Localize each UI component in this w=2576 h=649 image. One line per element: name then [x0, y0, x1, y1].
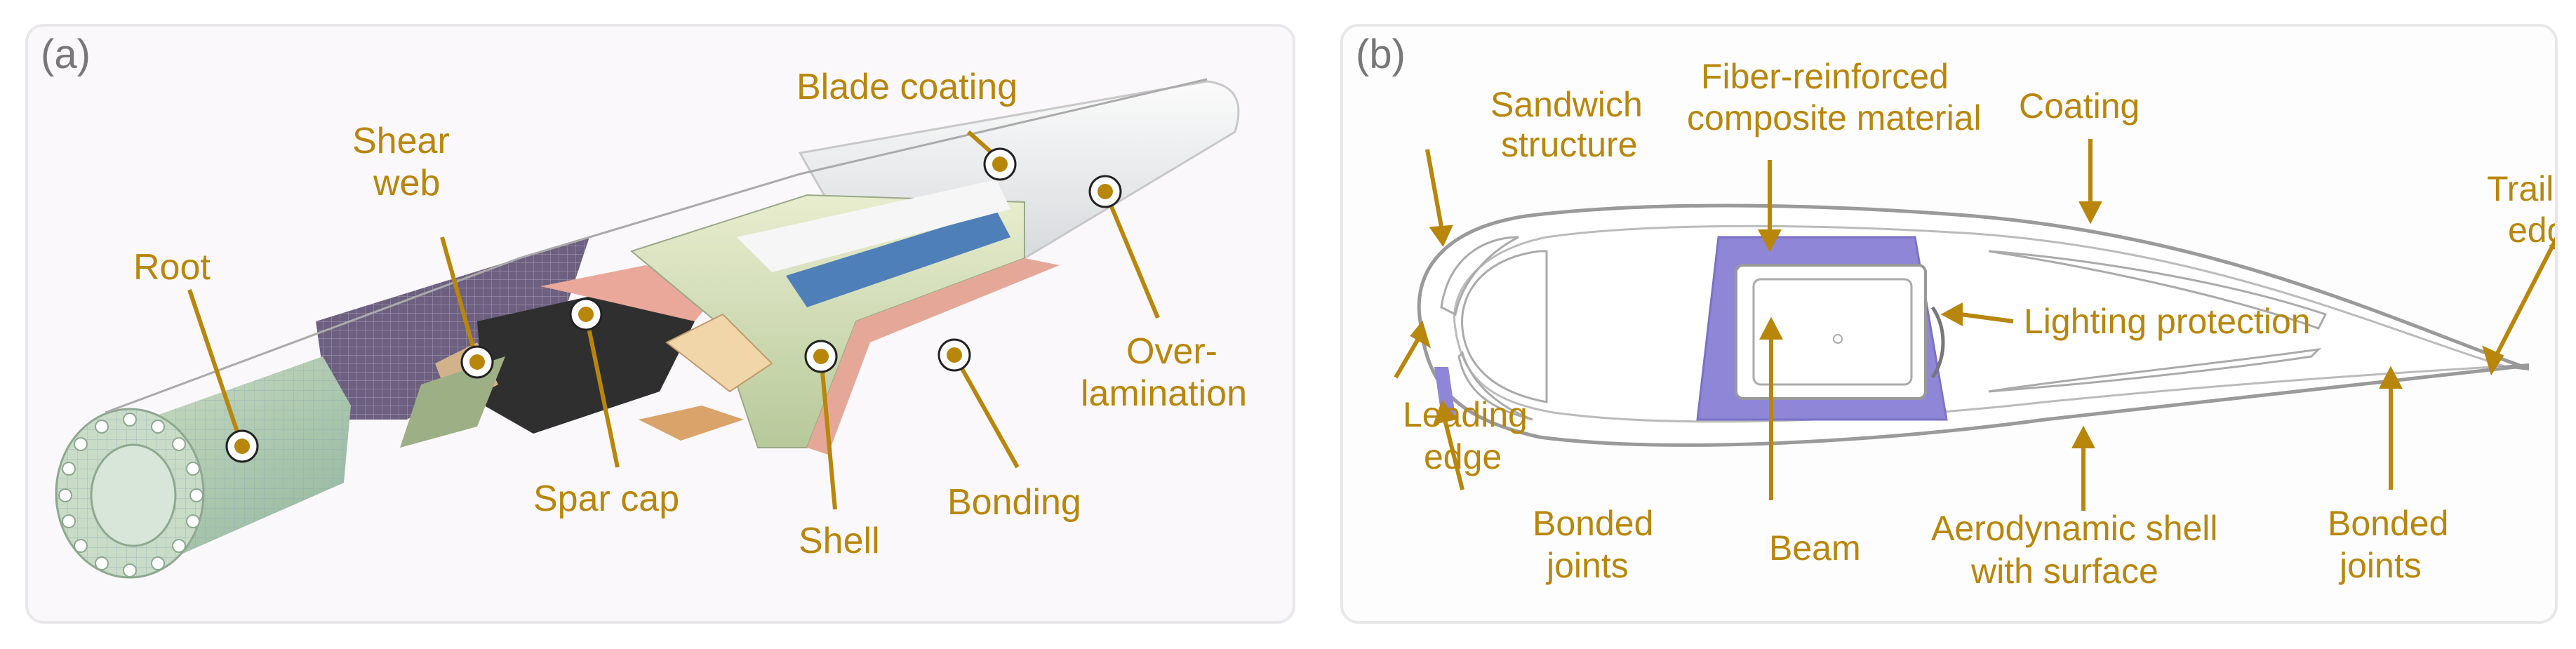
airfoil-cross-section: Sandwich structure Fiber-reinforced comp… [1394, 57, 2558, 591]
blade-inner-lattice [316, 237, 589, 420]
white-coating-strip [737, 180, 1010, 272]
blade-outline [105, 78, 1208, 414]
label-bonded-joints-left-line2: joints [1545, 546, 1629, 585]
label-aero-shell-line1: Aerodynamic shell [1931, 509, 2218, 548]
bonded-joint-left [1434, 367, 1455, 416]
label-trailing-edge-line2: edge [2508, 210, 2558, 250]
label-bonded-joints-left-line1: Bonded [1533, 504, 1653, 543]
label-over-lamination-line2: lamination [1081, 373, 1247, 414]
label-leading-edge-line1: Leading [1403, 395, 1528, 434]
blade-cutaway-illustration: Root Shear web Spar cap Shell Bonding Bl… [55, 67, 1247, 579]
lighting-conductor [1930, 306, 1945, 379]
leading-edge-cell [1461, 250, 1548, 403]
bonding-layer [807, 258, 1060, 455]
trailing-edge-tip [2494, 363, 2529, 370]
sandwich-cavity-leading-top [1440, 236, 1519, 316]
sandwich-cavity-top [1988, 250, 2328, 330]
shear-web-piece-2 [665, 313, 773, 393]
shear-web-panel [400, 356, 505, 448]
panel-b-label: (b) [1356, 32, 1406, 77]
label-fiber-line1: Fiber-reinforced [1701, 57, 1949, 96]
label-trailing-edge-line1: Trailing [2487, 169, 2558, 208]
label-coating: Coating [2019, 86, 2140, 126]
label-spar-cap: Spar cap [533, 479, 679, 519]
label-sandwich-line2: structure [1501, 125, 1638, 164]
label-root: Root [133, 247, 211, 288]
airfoil-outline [1417, 203, 2523, 447]
label-lighting-protection: Lighting protection [2024, 302, 2311, 341]
label-bonded-joints-right-line1: Bonded [2328, 504, 2448, 543]
panel-a-label: (a) [41, 32, 91, 77]
panel-b-airfoil-section: (b) [1340, 24, 2558, 624]
sandwich-cavity-leading-bottom [1457, 351, 1533, 421]
label-shear-web-line1: Shear [352, 121, 450, 161]
root-bolt-holes [58, 413, 203, 577]
label-beam: Beam [1769, 528, 1861, 568]
beam-center [1833, 334, 1843, 344]
label-bonded-joints-right-line2: joints [2338, 546, 2422, 585]
root-bore [90, 443, 177, 547]
shear-web-piece-3 [639, 406, 744, 441]
label-fiber-line2: composite material [1687, 98, 1982, 138]
label-shell: Shell [799, 521, 880, 561]
label-leading-edge-line2: edge [1424, 437, 1502, 476]
label-blade-coating: Blade coating [796, 67, 1017, 107]
panel-a-blade-cutaway: (a) [25, 24, 1295, 624]
label-over-lamination-line1: Over- [1126, 331, 1217, 372]
label-aero-shell-line2: with surface [1970, 551, 2158, 591]
blue-spar-strip [786, 210, 1010, 307]
label-bonding: Bonding [947, 482, 1081, 523]
label-sandwich-line1: Sandwich [1490, 85, 1643, 124]
label-shear-web-line2: web [373, 163, 440, 203]
spar-box [477, 293, 702, 434]
sandwich-cavity-bottom [1988, 347, 2322, 393]
beam-web-inner [1735, 264, 1927, 400]
